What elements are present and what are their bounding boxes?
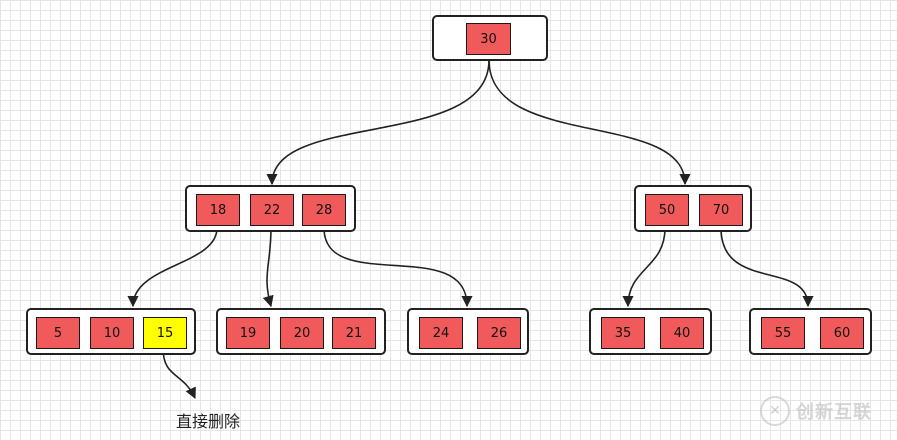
key: 35 [601, 317, 645, 349]
leaf-node-5: 55 60 [749, 308, 872, 355]
internal-node-left: 18 22 28 [185, 185, 356, 232]
internal-node-right: 50 70 [634, 185, 752, 232]
watermark: ✕ 创新互联 [760, 396, 872, 426]
leaf-node-3: 24 26 [407, 308, 529, 355]
key: 21 [332, 317, 376, 349]
leaf-node-4: 35 40 [589, 308, 712, 355]
leaf-node-1: 5 10 15 [26, 308, 196, 355]
key: 20 [280, 317, 324, 349]
edge-root-to-left [266, 59, 490, 186]
key: 19 [226, 317, 270, 349]
edge-18-to-leaf1 [127, 227, 218, 308]
edge-15-to-note [162, 347, 196, 400]
key: 55 [761, 317, 805, 349]
watermark-text: 创新互联 [796, 402, 872, 423]
key: 18 [196, 194, 240, 226]
key: 22 [250, 194, 294, 226]
key: 60 [820, 317, 864, 349]
key: 30 [466, 23, 511, 55]
key: 50 [645, 194, 689, 226]
deleted-key-highlight: 15 [143, 317, 187, 349]
key: 26 [477, 317, 521, 349]
leaf-node-2: 19 20 21 [216, 308, 386, 355]
edge-70-to-leaf5 [720, 227, 814, 308]
key: 10 [90, 317, 134, 349]
key: 40 [660, 317, 704, 349]
delete-annotation: 直接删除 [176, 412, 241, 431]
key: 70 [699, 194, 743, 226]
key: 24 [419, 317, 463, 349]
key: 28 [302, 194, 346, 226]
logo-icon: ✕ [760, 396, 790, 426]
key: 5 [36, 317, 80, 349]
edge-50-to-leaf4 [622, 227, 666, 308]
edge-root-to-right [488, 59, 691, 186]
edge-22-to-leaf2 [262, 227, 274, 308]
root-node: 30 [432, 15, 548, 61]
edge-28-to-leaf3 [323, 227, 473, 308]
